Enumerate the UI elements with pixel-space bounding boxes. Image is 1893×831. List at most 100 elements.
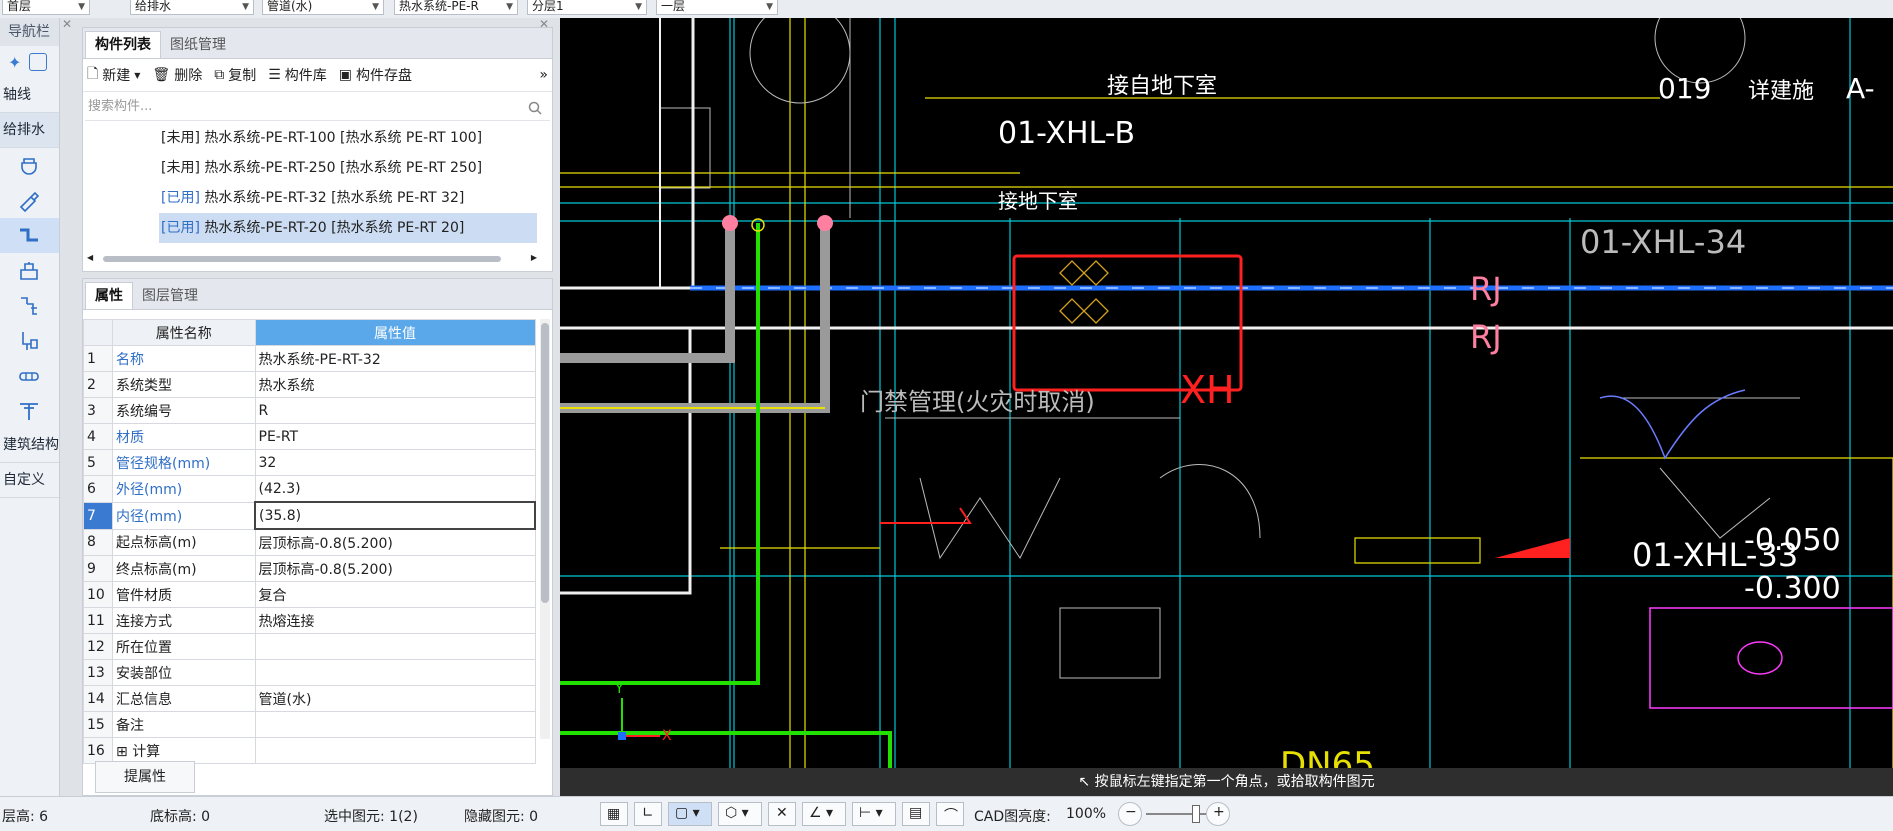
property-value[interactable]: 热水系统-PE-RT-32 xyxy=(254,345,536,372)
vertical-scrollbar[interactable] xyxy=(540,319,550,739)
save-component-button[interactable]: ▣构件存盘 xyxy=(339,65,412,85)
property-value[interactable]: 热水系统 xyxy=(254,371,536,398)
property-value[interactable]: (35.8) xyxy=(254,501,536,530)
property-name: 外径(mm) xyxy=(112,475,256,503)
brightness-increase-button[interactable]: + xyxy=(1206,802,1230,826)
property-value[interactable]: PE-RT xyxy=(254,423,536,450)
select-mode-button[interactable]: ▢ ▾ xyxy=(668,802,712,826)
list-item[interactable]: [已用] 热水系统-PE-RT-32 [热水系统 PE-RT 32] xyxy=(83,183,552,213)
more-icon[interactable]: » xyxy=(539,67,548,83)
pipe-icon[interactable] xyxy=(0,218,59,253)
property-value[interactable]: 层顶标高-0.8(5.200) xyxy=(254,528,536,556)
tab-layer-management[interactable]: 图层管理 xyxy=(142,288,198,304)
component-search-input[interactable]: 搜索构件... xyxy=(85,94,550,121)
level-dropdown[interactable]: 一层▼ xyxy=(656,0,778,15)
new-button[interactable]: 🗋新建▼ xyxy=(87,63,140,87)
pipe-fitting-icon[interactable] xyxy=(0,288,59,323)
grid-snap-button[interactable]: ▦ xyxy=(600,802,628,826)
cross-button[interactable]: ✕ xyxy=(768,802,796,826)
ortho-button[interactable]: ∟ xyxy=(634,802,662,826)
property-value[interactable]: 热熔连接 xyxy=(254,607,536,634)
library-label: 构件库 xyxy=(284,68,327,84)
layer-dropdown[interactable]: 分层1▼ xyxy=(527,0,647,15)
nav-category-custom[interactable]: 自定义 xyxy=(0,463,59,498)
equipment-icon[interactable] xyxy=(0,183,59,218)
sprinkler-icon[interactable] xyxy=(0,323,59,358)
property-value[interactable]: R xyxy=(254,397,536,424)
property-value[interactable]: 复合 xyxy=(254,581,536,608)
chevron-down-icon: ▼ xyxy=(635,2,642,12)
valve-icon[interactable] xyxy=(0,253,59,288)
scroll-right-icon[interactable]: ▶ xyxy=(530,253,537,262)
library-button[interactable]: ☰构件库 xyxy=(268,65,327,85)
angle-button[interactable]: ∠ ▾ xyxy=(802,802,846,826)
horizontal-scrollbar[interactable]: ◀ ▶ xyxy=(87,253,537,265)
property-value[interactable]: 32 xyxy=(254,449,536,476)
view-3d-button[interactable]: ⬡ ▾ xyxy=(718,802,762,826)
type-dropdown[interactable]: 管道(水)▼ xyxy=(262,0,384,15)
scroll-thumb[interactable] xyxy=(541,323,549,603)
expand-icon[interactable]: ⊞ xyxy=(116,743,133,760)
command-hint: ↖ 按鼠标左键指定第一个角点，或拾取构件图元 xyxy=(560,768,1893,796)
row-number: 15 xyxy=(83,711,113,738)
cad-canvas[interactable]: Y X 接自地下室 01-XHL-B 接地下室 01-XHL-34 XH 门禁管… xyxy=(560,18,1893,796)
extract-properties-button[interactable]: 提属性 xyxy=(95,761,195,793)
row-number: 11 xyxy=(83,607,113,634)
property-value[interactable]: (42.3) xyxy=(254,475,536,503)
nav-category-axis[interactable]: 轴线 xyxy=(0,78,59,113)
edit-icon[interactable] xyxy=(29,53,48,71)
tab-properties[interactable]: 属性 xyxy=(85,282,133,309)
list-item[interactable]: [未用] 热水系统-PE-RT-100 [热水系统 PE-RT 100] xyxy=(83,123,552,153)
property-value[interactable] xyxy=(254,711,536,738)
close-icon[interactable]: ✕ xyxy=(539,17,550,31)
support-icon[interactable] xyxy=(0,393,59,428)
tab-drawing-management[interactable]: 图纸管理 xyxy=(170,37,226,53)
list-item[interactable]: [未用] 热水系统-PE-RT-250 [热水系统 PE-RT 250] xyxy=(83,153,552,183)
brightness-decrease-button[interactable]: − xyxy=(1118,802,1142,826)
property-value[interactable] xyxy=(254,737,536,764)
property-row[interactable]: 16⊞ 计算 xyxy=(83,737,536,764)
discipline-dropdown[interactable]: 给排水▼ xyxy=(130,0,254,15)
delete-button[interactable]: 🗑删除 xyxy=(152,65,202,85)
dimension-button[interactable]: ⊢ ▾ xyxy=(852,802,896,826)
property-value[interactable]: 层顶标高-0.8(5.200) xyxy=(254,555,536,582)
component-dropdown[interactable]: 热水系统-PE-R▼ xyxy=(394,0,518,15)
curve-button[interactable]: ⌒ xyxy=(936,802,964,826)
layer-toggle-button[interactable]: ▤ xyxy=(902,802,930,826)
nav-category-structure[interactable]: 建筑结构 xyxy=(0,428,59,463)
scroll-thumb[interactable] xyxy=(103,256,501,262)
tab-component-list[interactable]: 构件列表 xyxy=(85,31,161,58)
select-box-icon: ▢ ▾ xyxy=(675,805,700,821)
plumbing-fixture-icon[interactable] xyxy=(0,148,59,183)
brightness-slider-handle[interactable] xyxy=(1192,805,1200,823)
add-icon[interactable]: ✦ xyxy=(8,52,22,72)
connector-icon[interactable] xyxy=(0,358,59,393)
search-placeholder: 搜索构件... xyxy=(88,99,153,114)
list-item-selected[interactable]: [已用] 热水系统-PE-RT-20 [热水系统 PE-RT 20] xyxy=(159,213,537,243)
close-icon[interactable]: ✕ xyxy=(62,17,73,31)
copy-button[interactable]: ⧉复制 xyxy=(214,65,256,85)
row-number: 9 xyxy=(83,555,113,582)
nav-category-plumbing[interactable]: 给排水 xyxy=(0,113,59,148)
floor-dropdown[interactable]: 首层▼ xyxy=(2,0,90,15)
property-value[interactable] xyxy=(254,659,536,686)
scroll-left-icon[interactable]: ◀ xyxy=(87,253,94,262)
brightness-slider[interactable] xyxy=(1146,813,1206,815)
property-value[interactable] xyxy=(254,633,536,660)
property-value[interactable]: 管道(水) xyxy=(254,685,536,712)
